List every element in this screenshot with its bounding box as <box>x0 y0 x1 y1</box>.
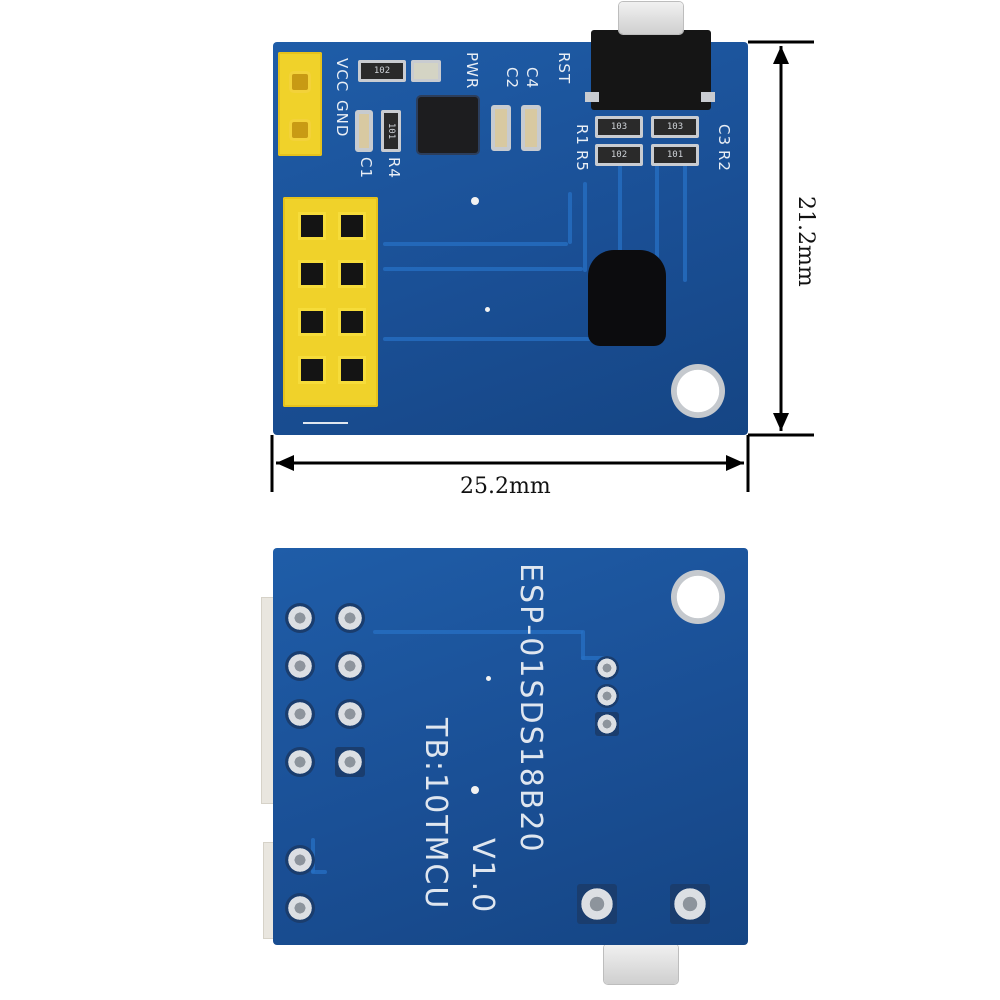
resistor-r1: 103 <box>595 116 643 138</box>
label-c2: C2 <box>503 67 521 90</box>
capacitor-c2 <box>491 105 511 151</box>
via <box>486 676 491 681</box>
trace <box>568 192 572 244</box>
resistor-102: 102 <box>358 60 406 82</box>
reset-button-body <box>591 30 711 110</box>
mounting-hole <box>671 570 725 624</box>
pwr-led <box>411 60 441 82</box>
label-gnd: GND <box>333 100 351 138</box>
label-c3: C3 <box>715 124 733 147</box>
voltage-regulator <box>418 97 478 153</box>
trace <box>311 870 327 874</box>
trace <box>383 337 593 341</box>
label-pwr: PWR <box>463 52 481 90</box>
board-vendor-text: TB:10TMCU <box>418 718 453 911</box>
trace <box>683 152 687 282</box>
label-r2: R2 <box>715 150 733 172</box>
board-version-text: V1.0 <box>465 838 500 915</box>
height-dimension-label: 21.2mm <box>793 196 818 287</box>
label-r5: R5 <box>573 150 591 172</box>
socket-pin <box>301 311 323 333</box>
resistor-r4: 101 <box>381 110 401 152</box>
trace <box>618 152 622 282</box>
through-hole-pin <box>285 699 315 729</box>
through-hole-pin-square <box>335 747 365 777</box>
esp01-socket-header <box>283 197 378 407</box>
back-reset-button-cap <box>604 944 678 984</box>
back-edge-jumper <box>264 843 274 938</box>
board-name-text: ESP-01SDS18B20 <box>513 563 548 854</box>
sensor-pin <box>595 656 619 680</box>
pcb-front: VCC GND C1 R4 PWR C4 C2 RST R1 R5 C3 R2 … <box>273 2 748 435</box>
trace <box>583 182 587 272</box>
label-vcc: VCC <box>333 58 351 93</box>
reset-button-cap <box>619 2 683 34</box>
label-c4: C4 <box>523 67 541 90</box>
label-rst: RST <box>555 52 573 85</box>
ds18b20-sensor <box>588 250 666 346</box>
socket-pin <box>341 263 363 285</box>
socket-pin <box>341 311 363 333</box>
label-r4: R4 <box>385 157 403 179</box>
via <box>471 197 479 205</box>
through-hole-pin <box>335 603 365 633</box>
through-hole-pin <box>285 651 315 681</box>
button-leg <box>585 92 599 102</box>
power-jumper-header <box>278 52 322 156</box>
trace <box>581 656 611 660</box>
socket-pin <box>301 215 323 237</box>
through-hole-pin <box>335 651 365 681</box>
through-hole-pin <box>335 699 365 729</box>
back-edge-header <box>262 598 274 803</box>
through-hole-pin <box>285 747 315 777</box>
sensor-pin <box>595 684 619 708</box>
button-pin <box>670 884 710 924</box>
jumper-pin-gnd <box>292 122 308 138</box>
trace <box>383 242 568 246</box>
jumper-pin-vcc <box>292 74 308 90</box>
resistor-r2: 101 <box>651 144 699 166</box>
trace <box>581 630 585 660</box>
width-dimension-label: 25.2mm <box>460 474 551 499</box>
label-c1: C1 <box>357 157 375 180</box>
socket-pin <box>301 359 323 381</box>
through-hole-pin <box>285 603 315 633</box>
socket-pin <box>341 215 363 237</box>
capacitor-c1 <box>355 110 373 152</box>
button-pin <box>577 884 617 924</box>
trace <box>373 630 583 634</box>
via <box>471 786 479 794</box>
label-r1: R1 <box>573 124 591 146</box>
socket-pin <box>301 263 323 285</box>
via <box>485 307 490 312</box>
sensor-pin-square <box>595 712 619 736</box>
resistor-r5: 102 <box>595 144 643 166</box>
capacitor-c3: 103 <box>651 116 699 138</box>
through-hole-pin <box>285 845 315 875</box>
socket-pin <box>341 359 363 381</box>
pcb-back: ESP-01SDS18B20 V1.0 TB:10TMCU <box>273 548 748 945</box>
trace <box>383 267 583 271</box>
mounting-hole <box>671 364 725 418</box>
capacitor-c4 <box>521 105 541 151</box>
orientation-arrow <box>303 422 348 424</box>
through-hole-pin <box>285 893 315 923</box>
trace <box>655 152 659 282</box>
button-leg <box>701 92 715 102</box>
